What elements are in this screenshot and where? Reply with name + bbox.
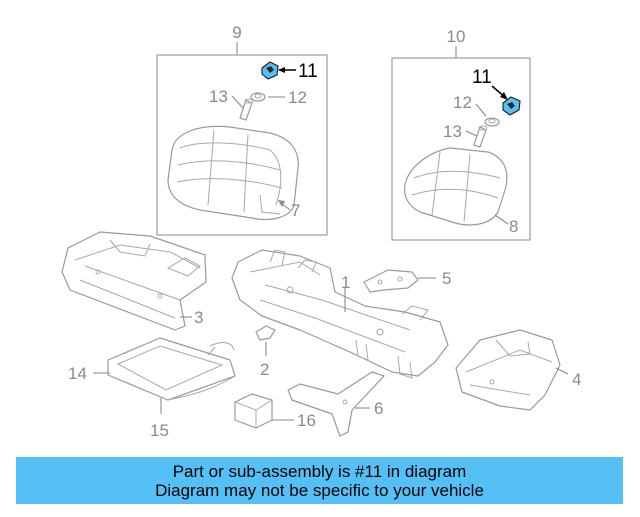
label-15: 15 [150, 421, 169, 440]
banner-line-2: Diagram may not be specific to your vehi… [155, 480, 484, 500]
label-3: 3 [194, 308, 203, 327]
part-4-right-seat-frame [455, 329, 561, 411]
label-2: 2 [260, 360, 269, 379]
part-2-clip [255, 325, 276, 341]
label-8: 8 [509, 217, 518, 236]
part-6-bracket [287, 371, 385, 437]
label-1: 1 [341, 273, 350, 292]
inset-box-9: 9 11 12 13 [156, 23, 328, 236]
label-12-right: 12 [453, 93, 472, 112]
part-13-pin-right [473, 125, 488, 148]
label-16: 16 [297, 411, 316, 430]
label-9: 9 [232, 23, 241, 42]
part-8-cushion-right [403, 147, 508, 226]
part-11-clip-right[interactable] [502, 96, 521, 116]
label-13-left: 13 [209, 87, 228, 106]
label-5: 5 [442, 269, 451, 288]
info-banner: Part or sub-assembly is #11 in diagram D… [16, 457, 623, 504]
part-13-pin-left [239, 98, 254, 121]
part-3-left-seat-frame [61, 231, 207, 331]
label-12-left: 12 [288, 88, 307, 107]
part-11-clip-left[interactable] [261, 61, 279, 80]
inset-box-10: 10 11 12 13 [391, 27, 531, 241]
label-6: 6 [374, 399, 383, 418]
part-1-seat-frame [231, 249, 449, 379]
label-11-right: 11 [472, 67, 492, 88]
banner-line-1: Part or sub-assembly is #11 in diagram [172, 461, 467, 481]
part-12-grommet-right [484, 117, 500, 127]
part-16-module [234, 393, 273, 429]
part-7-cushion-left [167, 125, 299, 221]
part-14-15-pad [107, 337, 236, 401]
part-5-bracket [363, 269, 419, 293]
label-13-right: 13 [443, 122, 462, 141]
label-10: 10 [447, 27, 466, 46]
label-14: 14 [68, 364, 87, 383]
label-11-left: 11 [298, 61, 318, 82]
part-12-grommet-left [250, 92, 266, 102]
label-4: 4 [572, 370, 581, 389]
label-7: 7 [291, 201, 300, 220]
